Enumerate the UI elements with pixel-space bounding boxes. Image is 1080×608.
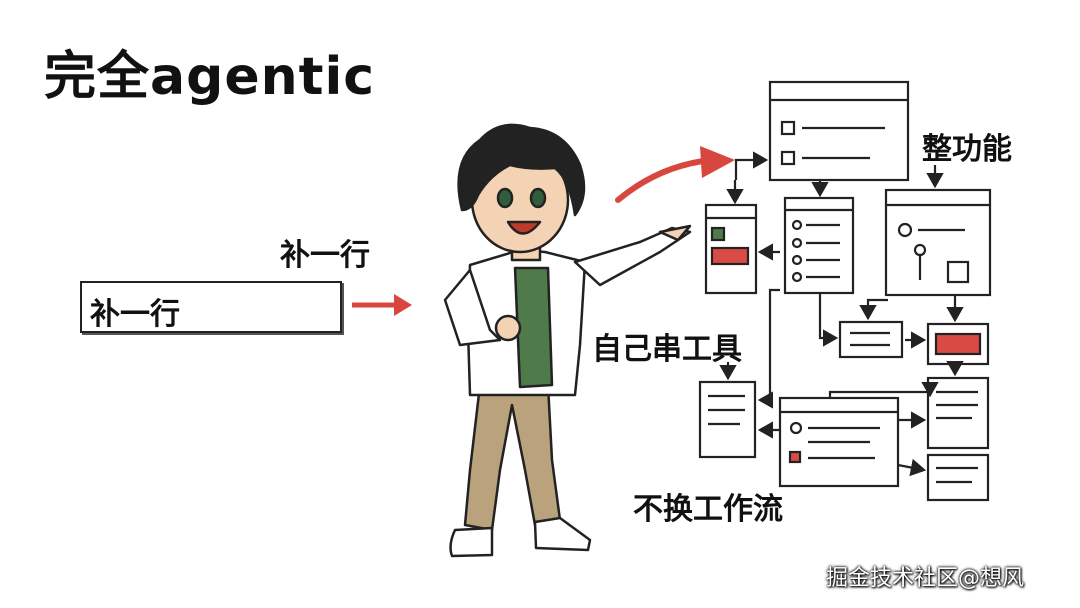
workflow-diagram <box>698 80 992 502</box>
tools-caption: 自己串工具 <box>592 332 742 367</box>
big-curved-arrow-icon <box>615 146 735 203</box>
code-line-input: 补一行 <box>80 281 342 333</box>
doc-right-bottom <box>926 453 990 502</box>
small-arrow-icon <box>352 294 412 316</box>
doc-left <box>698 380 757 459</box>
doc-right-top <box>926 376 990 450</box>
workflow-caption: 不换工作流 <box>633 492 783 527</box>
window-feature <box>884 188 992 297</box>
feature-caption: 整功能 <box>922 132 1012 167</box>
watermark: 掘金技术社区@想风 <box>826 566 1025 591</box>
code-line-text: 补一行 <box>90 297 180 332</box>
box-middle <box>838 320 904 359</box>
autocomplete-caption: 补一行 <box>280 238 370 273</box>
character-icon <box>443 123 692 558</box>
page-title: 完全agentic <box>44 47 376 107</box>
